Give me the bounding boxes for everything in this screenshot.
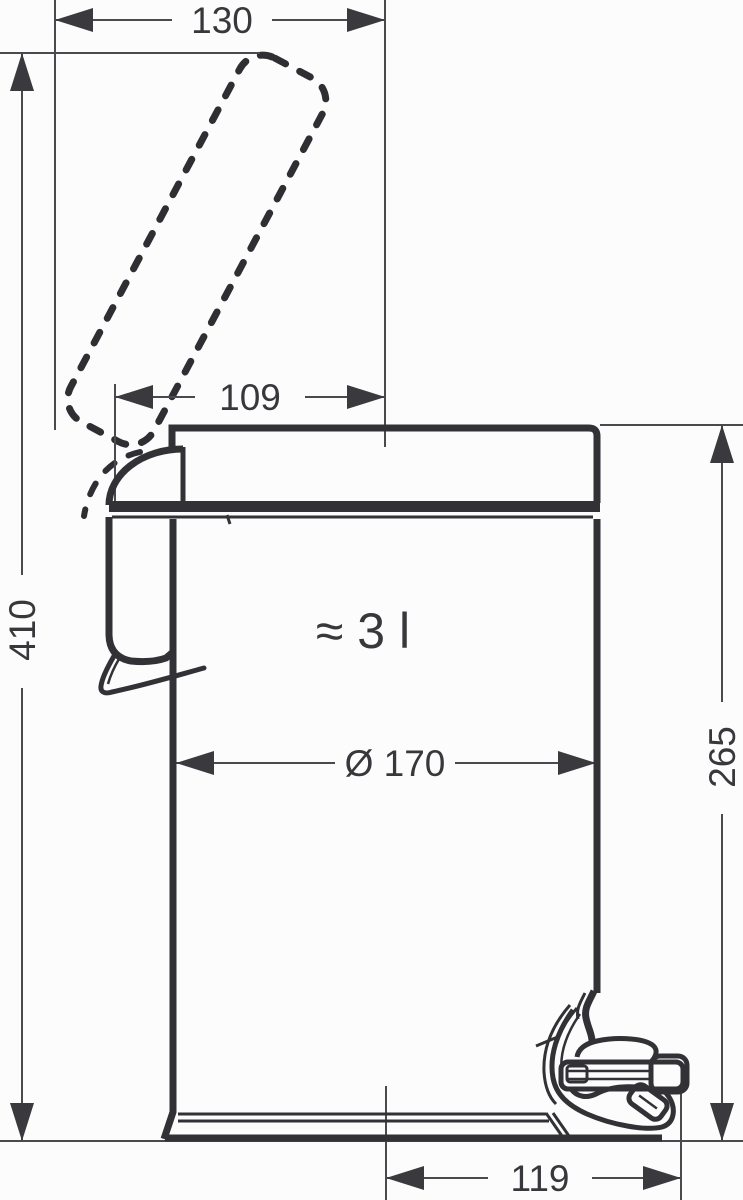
bracket-foot-curl <box>98 653 207 696</box>
dimension-lines <box>10 8 734 1190</box>
open-lid-endcap-arc <box>81 449 143 519</box>
arrowhead <box>710 425 734 463</box>
dim-label-119: 119 <box>511 1158 570 1199</box>
arrowhead <box>10 53 34 91</box>
arrowhead <box>386 1166 424 1190</box>
open-lid-dashed-outline <box>64 51 330 519</box>
arrowhead <box>643 1166 681 1190</box>
base-plate-slant <box>544 1112 564 1137</box>
capacity-label: ≈ 3 l <box>316 603 410 659</box>
open-lid-rect <box>64 51 330 449</box>
arrowhead <box>115 385 153 409</box>
left-wall <box>160 519 177 1141</box>
dim-label-130: 130 <box>191 0 253 41</box>
lid-outline <box>168 424 601 503</box>
dim-label-109: 109 <box>219 377 281 418</box>
pedal-end-cap <box>648 1053 690 1095</box>
pedal-cover <box>574 1036 659 1060</box>
pedal-bar-left-block <box>565 1064 589 1084</box>
dim-label-265: 265 <box>702 726 743 788</box>
hinge-pin-tick <box>225 514 232 525</box>
hinge-bracket <box>98 445 207 696</box>
pedal-pad-angled <box>626 1082 670 1122</box>
pedal-shoe-top <box>569 1084 662 1099</box>
pedal-assembly <box>535 989 690 1131</box>
bracket-foot-inner <box>106 658 121 685</box>
pedal-arm <box>582 989 598 1042</box>
pedal-shoe-outer <box>549 1008 676 1131</box>
pedal-spring-outer <box>542 1004 572 1106</box>
arrowhead <box>10 1103 34 1141</box>
dim-label-410: 410 <box>2 599 43 661</box>
arrowhead <box>55 8 93 32</box>
dim-label-diameter-170: Ø 170 <box>345 743 446 784</box>
base-plate-slant2 <box>551 1112 571 1137</box>
bracket-body <box>105 517 176 666</box>
rim-band <box>109 501 600 512</box>
arrowhead <box>347 8 385 32</box>
arrowhead <box>176 751 214 775</box>
pedal-shoe-inner <box>560 1013 582 1076</box>
arrowhead <box>710 1103 734 1141</box>
bin-body <box>109 424 662 1142</box>
arrowhead <box>558 751 596 775</box>
bracket-cap-arc <box>105 445 184 506</box>
arrowhead <box>347 385 385 409</box>
